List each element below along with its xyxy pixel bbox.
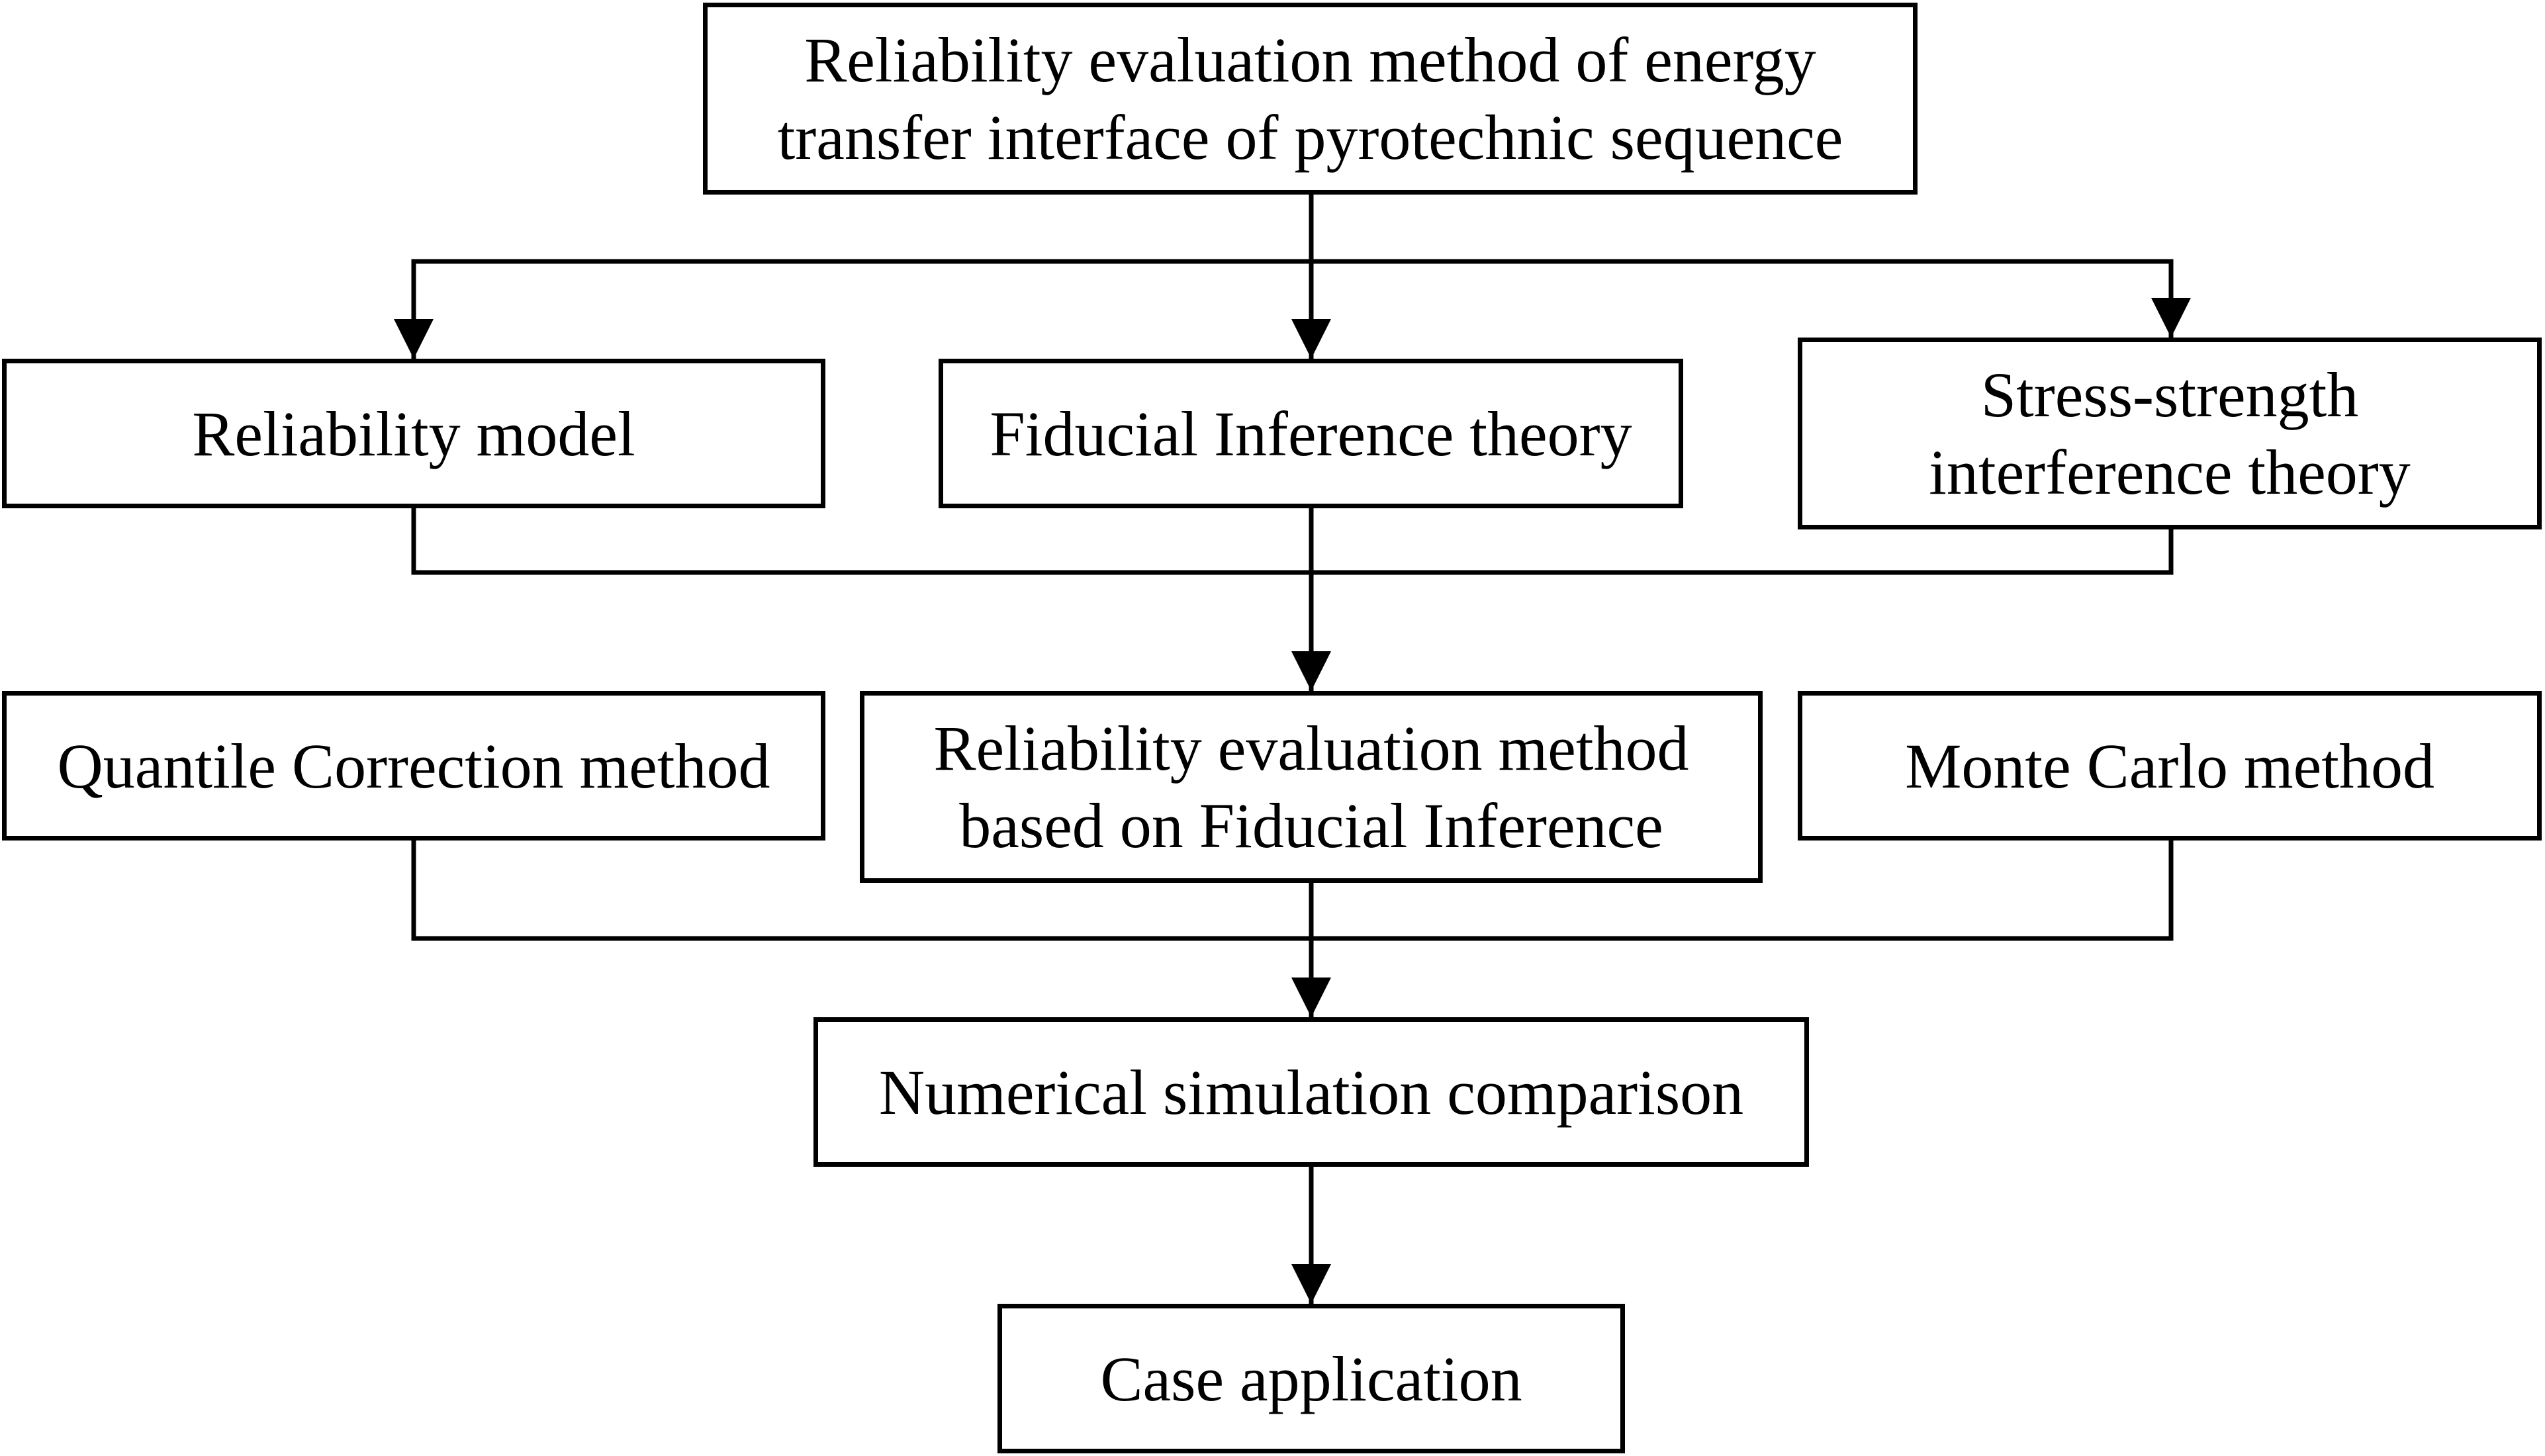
node-quantile-correction-label: Quantile Correction method	[57, 730, 770, 801]
node-fiducial-reliability-evaluation: Reliability evaluation method based on F…	[860, 691, 1763, 883]
node-quantile-correction-method: Quantile Correction method	[2, 691, 825, 841]
node-numerical-simulation-label: Numerical simulation comparison	[878, 1056, 1744, 1128]
node-stress-strength-text: Stress-strength interference theory	[1929, 356, 2411, 511]
node-fiducial-evaluation-line-2: based on Fiducial Inference	[959, 790, 1663, 861]
node-numerical-simulation-comparison: Numerical simulation comparison	[813, 1017, 1809, 1167]
node-stress-strength-line-2: interference theory	[1929, 437, 2411, 508]
node-fiducial-inference-theory: Fiducial Inference theory	[939, 359, 1683, 508]
node-pyrotechnic-reliability-evaluation-text: Reliability evaluation method of energy …	[778, 21, 1843, 176]
node-stress-strength-line-1: Stress-strength	[1980, 359, 2359, 430]
node-pyrotechnic-reliability-evaluation: Reliability evaluation method of energy …	[703, 3, 1918, 195]
node-fiducial-evaluation-line-1: Reliability evaluation method	[933, 713, 1689, 784]
node-monte-carlo-method: Monte Carlo method	[1798, 691, 2542, 841]
node-monte-carlo-label: Monte Carlo method	[1905, 730, 2434, 801]
node-reliability-model-label: Reliability model	[192, 398, 635, 469]
node-top-line-1: Reliability evaluation method of energy	[804, 24, 1816, 95]
node-top-line-2: transfer interface of pyrotechnic sequen…	[777, 102, 1843, 173]
node-reliability-model: Reliability model	[2, 359, 825, 508]
node-fiducial-inference-theory-label: Fiducial Inference theory	[990, 398, 1632, 469]
node-case-application: Case application	[997, 1304, 1625, 1453]
node-stress-strength-interference: Stress-strength interference theory	[1798, 338, 2542, 529]
node-fiducial-evaluation-text: Reliability evaluation method based on F…	[933, 709, 1689, 864]
node-case-application-label: Case application	[1100, 1343, 1522, 1414]
